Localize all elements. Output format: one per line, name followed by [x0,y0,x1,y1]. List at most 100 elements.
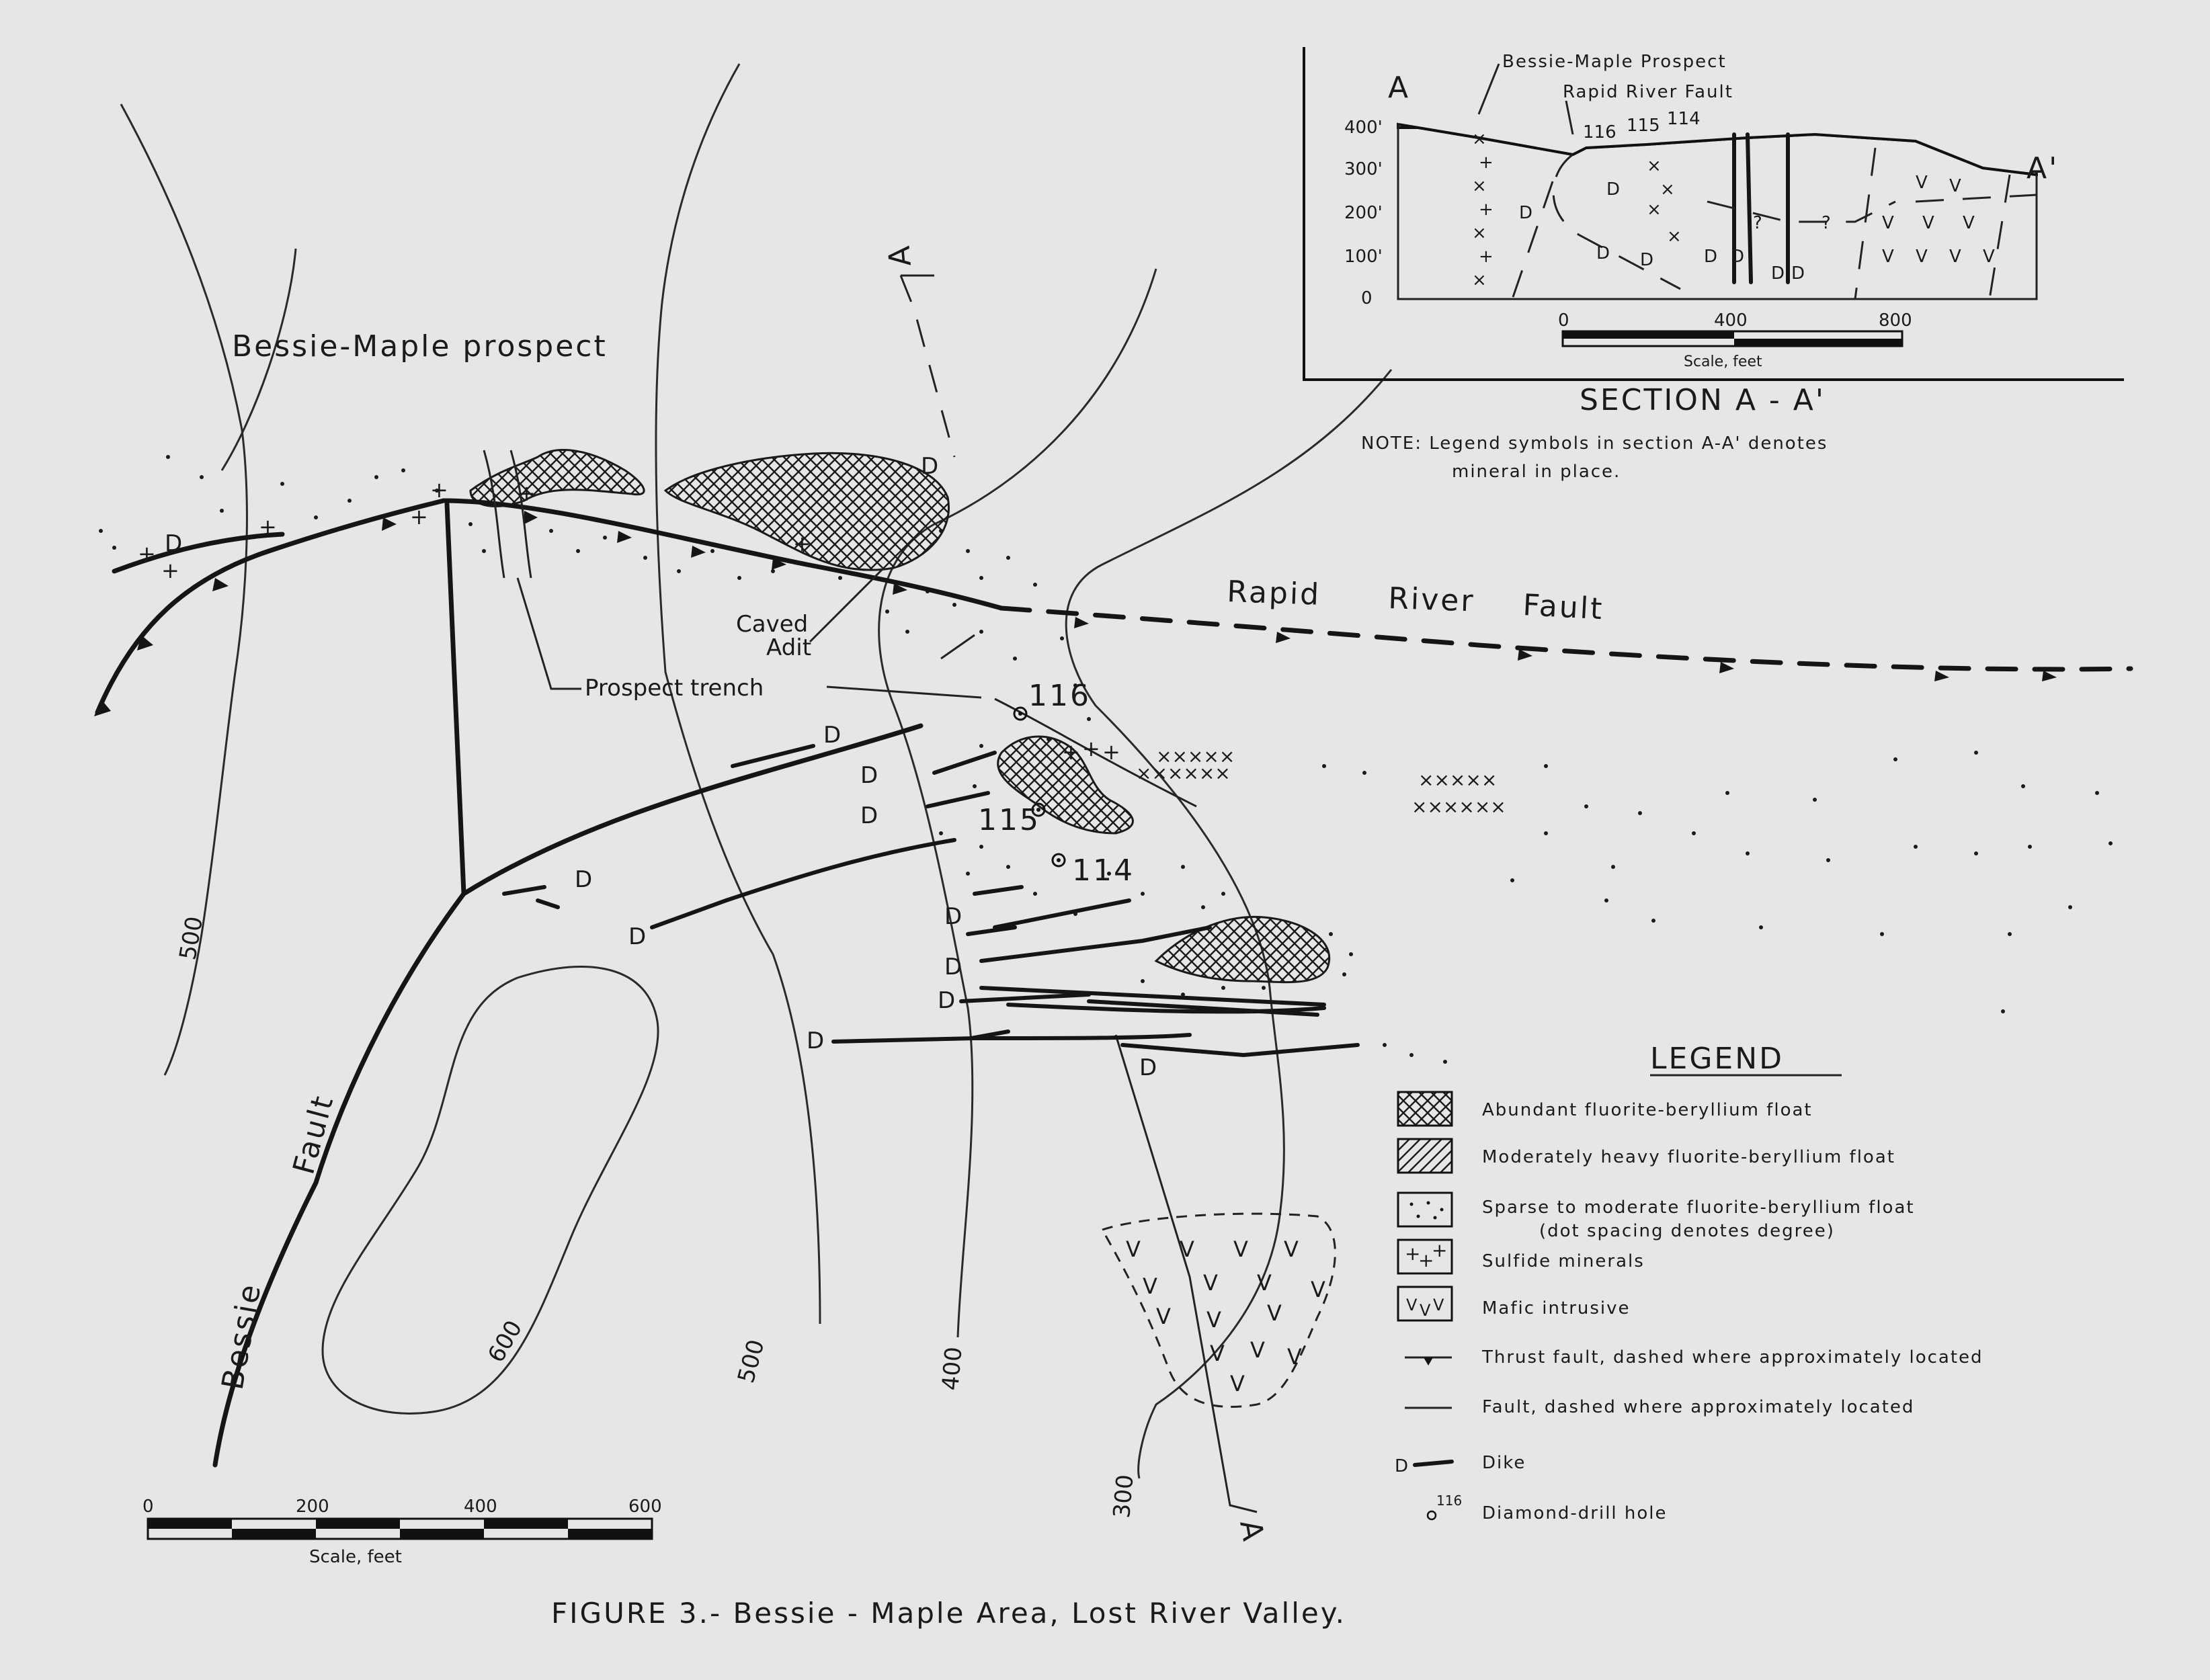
mafic-symbol: V [1203,1270,1218,1296]
prospect-trench-label: Prospect trench [585,675,764,702]
svg-text:V: V [1420,1301,1431,1320]
dike-label: D [860,802,878,829]
section-dike-label: D [1731,247,1744,267]
scale-tick: 0 [142,1497,154,1517]
svg-text:×××××: ××××× [1156,745,1235,767]
svg-text:+: + [1062,739,1080,765]
dike-label: D [944,903,962,930]
mafic-intrusive-outline [1100,1212,1336,1408]
contour-labels: 500 600 500 400 300 [174,915,1139,1519]
elevation-label: 400' [1344,118,1383,138]
mafic-symbol: V [1284,1236,1299,1262]
abundant-float-area [469,449,645,507]
legend-item: Dike [1482,1453,1526,1473]
section-scale-tick: 400 [1714,310,1748,331]
section-scale-tick: 0 [1558,310,1569,331]
contour-600-loop [321,966,659,1415]
scale-tick: 400 [464,1497,497,1517]
svg-text:+: + [1082,736,1100,761]
svg-text:V: V [1433,1296,1444,1314]
sparse-float-dots [99,455,2113,1064]
legend-item: Fault, dashed where approximately locate… [1482,1397,1914,1417]
section-note: mineral in place. [1452,462,1621,482]
section-line [899,274,1258,1513]
sulfide-marks: +++ +++ ++++ [138,477,1120,765]
svg-text:×: × [1472,223,1487,243]
mafic-symbol: V [1210,1341,1225,1366]
section-title: SECTION A - A' [1580,383,1826,417]
elevation-label: 200' [1344,203,1383,223]
legend-item: Mafic intrusive [1482,1298,1631,1318]
mafic-symbol: V [1230,1371,1245,1396]
mafic-symbol: V [1156,1304,1171,1329]
figure-caption: FIGURE 3.- Bessie - Maple Area, Lost Riv… [551,1597,1346,1630]
contour-400 [878,268,1157,1338]
dike-label: D [938,987,955,1014]
svg-text:+: + [1432,1239,1447,1261]
drill-hole-label: 114 [1072,853,1135,888]
caved-adit-arrow [809,566,885,643]
bessie-fault-label: Bessie [216,1280,268,1392]
abundant-float-area [663,452,950,571]
svg-text:+: + [518,480,536,506]
prospect-label: Bessie-Maple prospect [232,329,608,364]
legend-item: Diamond-drill hole [1482,1503,1668,1523]
section-mark-a-prime: A [1233,1517,1270,1545]
legend-item: Thrust fault, dashed where approximately… [1481,1347,1983,1368]
legend-item: Sulfide minerals [1482,1251,1645,1271]
drill-hole [1051,853,1066,868]
rapid-river-thrust-fault [94,498,2133,716]
legend-item: Sparse to moderate fluorite-beryllium fl… [1482,1198,1915,1218]
mafic-symbol: V [1206,1307,1221,1333]
svg-text:+: + [1479,247,1493,267]
mafic-symbol: V [1143,1273,1157,1299]
svg-text:+: + [1479,153,1493,173]
scale-tick: 200 [296,1497,329,1517]
mafic-symbol: V [1916,173,1928,193]
mafic-symbol: V [1180,1236,1194,1262]
section-dike-label: D [1606,179,1620,200]
dike-label: D [860,762,878,789]
svg-text:×××××: ××××× [1418,769,1497,791]
dike-label: D [165,530,182,557]
svg-text:V: V [1406,1296,1418,1314]
dike-label: D [628,923,646,950]
svg-text:+: + [793,531,811,556]
section-inset: ×+× +×+ × ×××× A A' Bessie-Maple Prospec… [1303,47,2124,482]
svg-text:××××××: ×××××× [1411,796,1506,818]
legend-title: LEGEND [1650,1042,1784,1076]
drill-hole [1013,706,1028,721]
rapid-river-fault-label: Rapid [1227,575,1321,612]
section-unknown: ? [1753,213,1762,233]
section-scale-tick: 800 [1879,310,1912,331]
drill-hole [1031,802,1046,817]
svg-text:+: + [1405,1243,1420,1265]
section-dike-label: D [1791,263,1805,284]
abundant-float-area [1154,915,1331,984]
dike-label: D [807,1027,824,1054]
svg-text:×: × [1667,226,1682,247]
section-end-a: A [1388,71,1410,105]
dike-label: D [1139,1054,1157,1081]
svg-text:×: × [1472,129,1487,149]
section-end-a-prime: A' [2027,151,2059,185]
mafic-symbol: V [1126,1236,1141,1262]
section-dike-label: D [1640,250,1653,270]
mafic-symbol: V [1267,1300,1282,1326]
contour-label: 500 [733,1337,770,1386]
trench-arrow-left [516,577,581,690]
mafic-symbol: V [1287,1344,1302,1370]
mafic-symbol: V [1922,213,1934,233]
section-note: NOTE: Legend symbols in section A-A' den… [1361,433,1828,454]
contour-label: 300 [1108,1474,1139,1519]
mafic-symbol: V [1916,247,1928,267]
elevation-label: 100' [1344,247,1383,267]
section-drill-label: 115 [1627,116,1660,136]
mafic-symbol: V [1882,247,1894,267]
drill-hole-label: 115 [978,803,1040,837]
contour-label: 500 [174,915,208,962]
svg-text:××××××: ×××××× [1136,762,1231,784]
